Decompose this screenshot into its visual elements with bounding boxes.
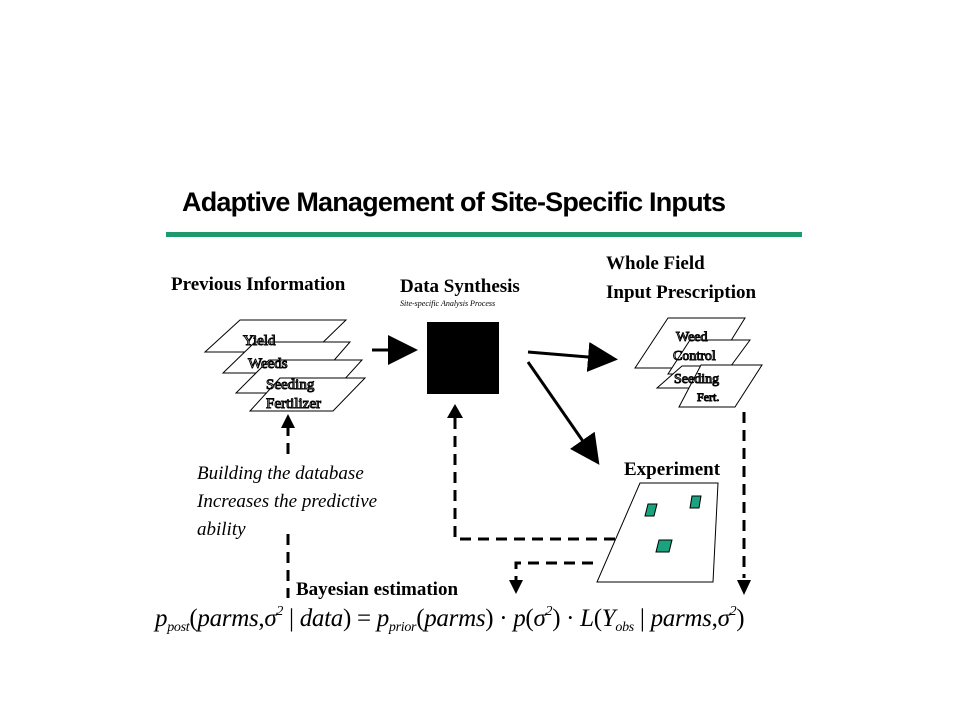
prescription-heading-line2: Input Prescription <box>606 282 757 303</box>
feedback-to-synthesis-arrowhead <box>447 404 463 418</box>
experiment-field <box>596 482 719 583</box>
experiment-to-likelihood-path <box>514 561 593 580</box>
synthesis-black-box <box>427 322 499 394</box>
database-note-line3: ability <box>197 519 246 540</box>
feedback-to-synthesis-path <box>453 418 615 541</box>
prescription-layers: Weed Control Seeding Fert. <box>634 317 763 408</box>
data-synthesis-heading: Data Synthesis <box>400 276 520 297</box>
layer-control-label: Control <box>673 349 716 364</box>
layer-seeding-rx-label: Seeding <box>674 372 719 387</box>
arrow-to-experiment <box>526 361 600 465</box>
prescription-to-formula-arrowhead <box>737 580 751 595</box>
bayesian-label: Bayesian estimation <box>296 579 459 600</box>
previous-information-heading: Previous Information <box>171 274 346 295</box>
title-divider <box>166 232 802 237</box>
previous-information-layers: Yield Weeds Seeding Fertilizer <box>203 319 367 413</box>
arrow-to-prescription <box>527 342 618 372</box>
experiment-plot-2 <box>689 495 702 509</box>
layer-fertilizer-label: Fertilizer <box>266 396 321 412</box>
experiment-to-likelihood-arrowhead <box>509 580 523 594</box>
layer-fert-sheet <box>678 364 763 408</box>
experiment-heading: Experiment <box>624 459 721 480</box>
bayesian-formula: ppost(parms,σ2 | data) = pprior(parms) ·… <box>155 604 745 635</box>
layer-weeds-label: Weeds <box>248 356 288 372</box>
layer-yield-label: Yield <box>243 333 276 349</box>
experiment-plot-3 <box>655 539 673 553</box>
page-title: Adaptive Management of Site-Specific Inp… <box>182 187 726 217</box>
database-to-previous-arrowhead <box>281 414 295 428</box>
database-note-line1: Building the database <box>197 463 364 484</box>
layer-fertilizer-sheet <box>248 377 367 412</box>
layer-weed-label: Weed <box>676 330 708 345</box>
experiment-plot-1 <box>644 503 658 517</box>
layer-seeding-label: Seeding <box>266 377 315 393</box>
database-note: Building the database Increases the pred… <box>197 460 377 544</box>
database-note-line2: Increases the predictive <box>197 491 378 512</box>
layer-fert-label: Fert. <box>697 390 719 404</box>
prescription-heading-line1: Whole Field <box>606 253 705 274</box>
data-synthesis-subheading: Site-specific Analysis Process <box>400 299 496 308</box>
